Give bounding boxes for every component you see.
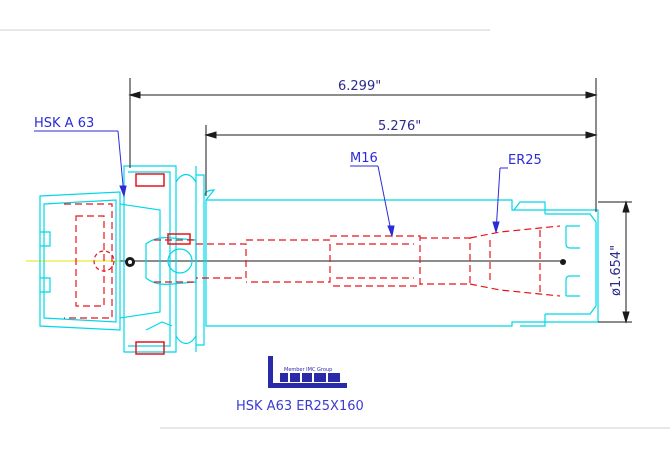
logo-mark	[268, 356, 347, 388]
logo-tagline: Member IMC Group	[284, 367, 332, 373]
dimension-diameter	[598, 200, 632, 324]
logo-brand: iscar	[0, 0, 3, 1]
hidden-lines	[64, 203, 561, 319]
flange-keys	[135, 173, 191, 355]
dimension-overall-length-label: 6.299"	[338, 79, 381, 94]
callout-interface-label: HSK A 63	[34, 116, 94, 131]
sheet-frame	[0, 29, 670, 429]
dimension-diameter-label: ø1.654"	[609, 245, 624, 296]
callout-collet	[492, 167, 508, 234]
part-number: HSK A63 ER25X160	[236, 399, 364, 414]
callout-interface	[34, 130, 127, 198]
callout-thread	[350, 165, 395, 238]
dimension-gauge-length-label: 5.276"	[378, 119, 421, 134]
dimension-overall-length	[128, 78, 598, 212]
center-points	[125, 257, 566, 267]
callout-collet-label: ER25	[508, 153, 542, 168]
callout-thread-label: M16	[350, 151, 378, 166]
iscar-logo: Member IMC Group iscar	[0, 0, 347, 388]
dimension-gauge-length	[204, 125, 598, 196]
